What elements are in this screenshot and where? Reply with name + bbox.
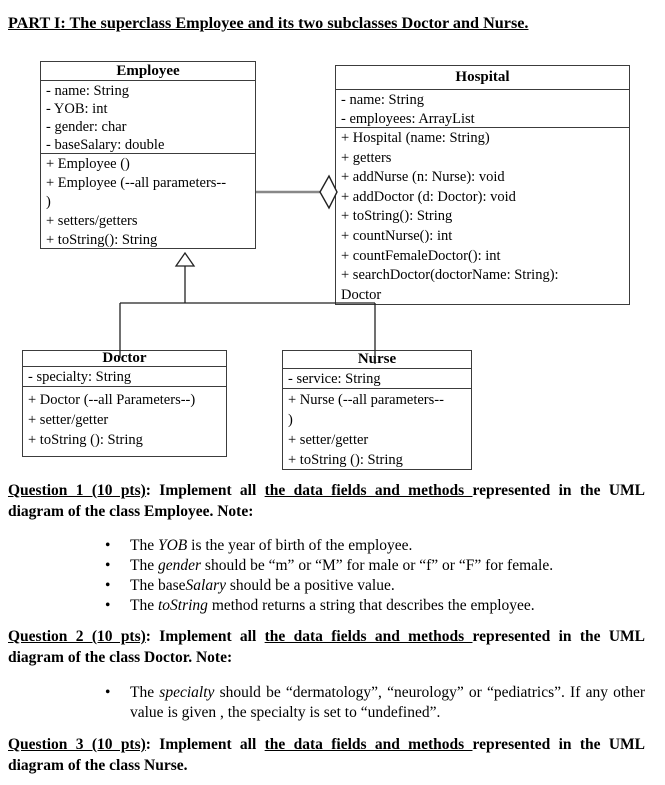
- uml-line: - specialty: String: [28, 369, 132, 385]
- text-segment: The: [130, 684, 160, 701]
- question-3-heading-line2: diagram of the class Nurse.: [8, 756, 645, 777]
- text-segment: Question 3 (10 pts): [8, 736, 146, 753]
- text-segment: The: [130, 557, 158, 574]
- uml-line: ): [46, 194, 51, 210]
- text-segment: YOB: [157, 537, 188, 554]
- text-segment: Salary: [185, 577, 226, 594]
- text-segment: should be “m” or “M” for male or “f” or …: [201, 557, 554, 574]
- uml-diagram: Employee - name: String - YOB: int - gende…: [0, 56, 665, 478]
- question-3-heading: Question 3 (10 pts): Implement all the d…: [8, 735, 645, 776]
- text-segment: should be a positive value.: [225, 577, 395, 594]
- uml-line: + toString(): String: [341, 208, 453, 225]
- inheritance-triangle-icon: [174, 251, 196, 267]
- question-2-bullet-list: The specialty should be “dermatology”, “…: [8, 683, 645, 723]
- text-segment: diagram of the class Nurse.: [8, 756, 188, 774]
- nurse-attributes: - service: String: [283, 369, 471, 389]
- text-segment: the data fields and methods: [264, 482, 473, 499]
- question-2-heading-line1: Question 2 (10 pts): Implement all the d…: [8, 627, 645, 648]
- uml-line: Doctor: [341, 286, 382, 303]
- uml-line: + Nurse (--all parameters--: [288, 392, 444, 408]
- uml-line: - baseSalary: double: [46, 137, 165, 153]
- uml-line: + setter/getter: [28, 412, 109, 428]
- uml-class-doctor: Doctor - specialty: String + Doctor (--a…: [22, 350, 227, 457]
- uml-line: + setters/getters: [46, 213, 138, 229]
- question-3-heading-line1: Question 3 (10 pts): Implement all the d…: [8, 735, 645, 756]
- text-segment: The: [130, 537, 158, 554]
- uml-line: + countFemaleDoctor(): int: [341, 247, 501, 264]
- uml-line: - name: String: [341, 92, 424, 108]
- text-segment: gender: [157, 557, 202, 574]
- uml-line: + searchDoctor(doctorName: String):: [341, 267, 559, 284]
- question-1-heading-line2: diagram of the class Employee. Note:: [8, 502, 645, 523]
- part-title: PART I: The superclass Employee and its …: [8, 13, 528, 34]
- question-1-heading-line1: Question 1 (10 pts): Implement all the d…: [8, 481, 645, 502]
- uml-line: + addNurse (n: Nurse): void: [341, 169, 505, 186]
- text-segment: Question 2 (10 pts): [8, 628, 146, 645]
- doctor-class-name: Doctor: [23, 351, 226, 367]
- uml-line: - employees: ArrayList: [341, 110, 475, 127]
- text-segment: : Implement all: [145, 628, 265, 645]
- uml-line: - gender: char: [46, 119, 127, 135]
- text-segment: The: [130, 597, 158, 614]
- employee-class-name: Employee: [41, 62, 255, 81]
- text-segment: represented in the UML: [472, 482, 645, 499]
- uml-line: + toString(): String: [46, 232, 158, 248]
- uml-line: + toString (): String: [288, 452, 403, 468]
- text-segment: Question 1 (10 pts): [8, 482, 146, 499]
- uml-line: + toString (): String: [28, 432, 143, 448]
- list-item: The specialty should be “dermatology”, “…: [105, 683, 645, 723]
- text-segment: the data fields and methods: [264, 628, 473, 645]
- list-item: The YOB is the year of birth of the empl…: [105, 536, 645, 556]
- question-1-heading: Question 1 (10 pts): Implement all the d…: [8, 481, 645, 522]
- text-segment: : Implement all: [145, 482, 265, 499]
- nurse-methods: + Nurse (--all parameters--) + setter/get…: [283, 389, 471, 470]
- list-item: The baseSalary should be a positive valu…: [105, 576, 645, 596]
- text-segment: PART I: The superclass Employee and its …: [8, 14, 529, 32]
- text-segment: : Implement all: [145, 736, 265, 753]
- uml-line: - service: String: [288, 371, 381, 387]
- text-segment: method returns a string that describes t…: [207, 597, 535, 614]
- uml-class-nurse: Nurse - service: String + Nurse (--all p…: [282, 350, 472, 470]
- question-2-heading-line2: diagram of the class Doctor. Note:: [8, 648, 645, 669]
- text-segment: diagram of the class Employee. Note:: [8, 502, 254, 520]
- text-segment: toString: [157, 597, 208, 614]
- uml-line: + getters: [341, 149, 392, 166]
- text-segment: represented in the UML: [472, 736, 645, 753]
- uml-line: + Hospital (name: String): [341, 130, 490, 146]
- text-segment: represented in the UML: [472, 628, 645, 645]
- uml-line: - name: String: [46, 83, 129, 99]
- hospital-attributes: - name: String - employees: ArrayList: [336, 90, 629, 128]
- text-segment: should be “dermatology”, “neurology” or …: [130, 684, 645, 721]
- text-segment: is the year of birth of the employee.: [187, 537, 413, 554]
- uml-class-hospital: Hospital - name: String - employees: Arra…: [335, 65, 630, 305]
- doctor-methods: + Doctor (--all Parameters--) + setter/ge…: [23, 387, 226, 450]
- list-item: The toString method returns a string tha…: [105, 596, 645, 616]
- nurse-class-name: Nurse: [283, 351, 471, 369]
- uml-line: + Doctor (--all Parameters--): [28, 392, 196, 408]
- list-item: The gender should be “m” or “M” for male…: [105, 556, 645, 576]
- employee-methods: + Employee () + Employee (--all parameter…: [41, 154, 255, 250]
- uml-line: + addDoctor (d: Doctor): void: [341, 188, 516, 205]
- uml-line: ): [288, 412, 293, 428]
- uml-line: + setter/getter: [288, 432, 369, 448]
- hospital-methods: + Hospital (name: String) + getters + addN…: [336, 128, 629, 305]
- doctor-attributes: - specialty: String: [23, 367, 226, 387]
- uml-line: - YOB: int: [46, 101, 108, 117]
- uml-class-employee: Employee - name: String - YOB: int - gende…: [40, 61, 256, 249]
- text-segment: specialty: [159, 684, 215, 701]
- text-segment: diagram of the class Doctor. Note:: [8, 648, 233, 666]
- text-segment: The base: [130, 577, 186, 594]
- text-segment: the data fields and methods: [264, 736, 473, 753]
- question-1-bullet-list: The YOB is the year of birth of the empl…: [8, 536, 645, 616]
- uml-line: + Employee (--all parameters--: [46, 175, 227, 191]
- uml-line: + Employee (): [46, 156, 130, 172]
- hospital-class-name: Hospital: [336, 66, 629, 90]
- employee-attributes: - name: String - YOB: int - gender: char - …: [41, 81, 255, 154]
- question-2-heading: Question 2 (10 pts): Implement all the d…: [8, 627, 645, 668]
- uml-line: + countNurse(): int: [341, 227, 453, 244]
